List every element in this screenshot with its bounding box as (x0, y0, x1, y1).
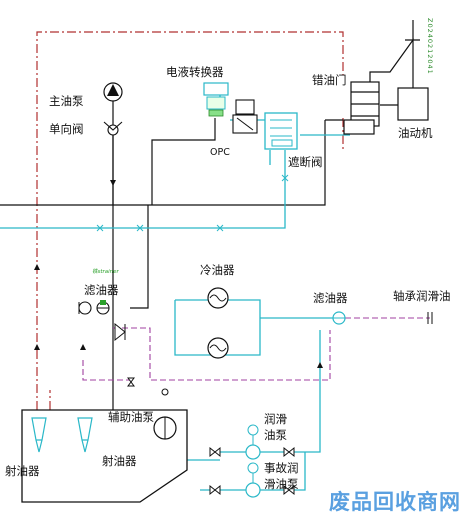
aux-pump-symbol (153, 388, 177, 440)
label-misalign-gate: 错油门 (312, 73, 347, 87)
watermark: 废品回收商网 (329, 490, 461, 514)
check-valve-symbol (103, 121, 123, 136)
label-cutoff-valve: 遮断阀 (288, 155, 323, 169)
emergency-lube-line (200, 452, 306, 491)
label-lube-pump-2: 油泵 (264, 428, 287, 442)
return-oil-lines (36, 31, 344, 410)
vertical-code: Z0240212041 (426, 18, 434, 75)
cutoff-valve-symbol (264, 112, 298, 150)
label-lube-pump-1: 润滑 (264, 412, 287, 426)
oil-filter-right-symbol (332, 311, 346, 325)
label-ehc: 电液转换器 (166, 65, 224, 79)
cooler-symbol (207, 287, 229, 359)
label-ejector-right: 射油器 (102, 454, 137, 468)
main-oil-pump-symbol (103, 82, 123, 102)
bearing-stub (427, 312, 433, 324)
pressure-oil-lines (0, 100, 343, 420)
opc-symbol (232, 99, 258, 134)
cooler-loop (174, 299, 261, 356)
filter-out-line (130, 205, 149, 309)
aux-oil-lines (82, 317, 430, 381)
label-emerg-pump-2: 滑油泵 (264, 477, 299, 491)
ejector-left-symbol (31, 417, 47, 453)
tank-return-purple (82, 360, 135, 381)
label-check-valve: 单向阀 (49, 122, 84, 136)
small-check-valve (114, 322, 126, 342)
label-bearing-lube: 轴承润滑油 (393, 289, 451, 303)
label-servomotor: 油动机 (398, 126, 433, 140)
return-line-outer (36, 31, 344, 410)
label-strainer: 铁strainer (92, 269, 119, 275)
label-oil-filter-left: 滤油器 (84, 283, 119, 297)
label-main-pump: 主油泵 (49, 94, 84, 108)
pressure-main-horizontal (0, 120, 326, 206)
label-opc: OPC (210, 147, 230, 158)
flow-arrows (34, 180, 323, 368)
ejector-right-symbol (77, 417, 93, 453)
cyan-main-line (0, 150, 286, 229)
line-cross-marks (96, 174, 289, 232)
label-ejector-left: 射油器 (5, 464, 40, 478)
label-oil-filter-right: 滤油器 (313, 291, 348, 305)
strainer-mark (100, 300, 106, 305)
label-aux-pump: 辅助油泵 (108, 410, 154, 424)
ehc-symbol (203, 82, 229, 117)
emergency-lube-pump-symbol (245, 462, 261, 498)
servomotor-assembly (343, 20, 429, 135)
ehc-supply-line (151, 118, 216, 205)
label-emerg-pump-1: 事故润 (264, 461, 299, 475)
oil-tank-symbol (21, 409, 188, 503)
lube-pump-symbol (245, 424, 261, 460)
inline-valves (127, 377, 295, 496)
label-cooler: 冷油器 (200, 263, 235, 277)
